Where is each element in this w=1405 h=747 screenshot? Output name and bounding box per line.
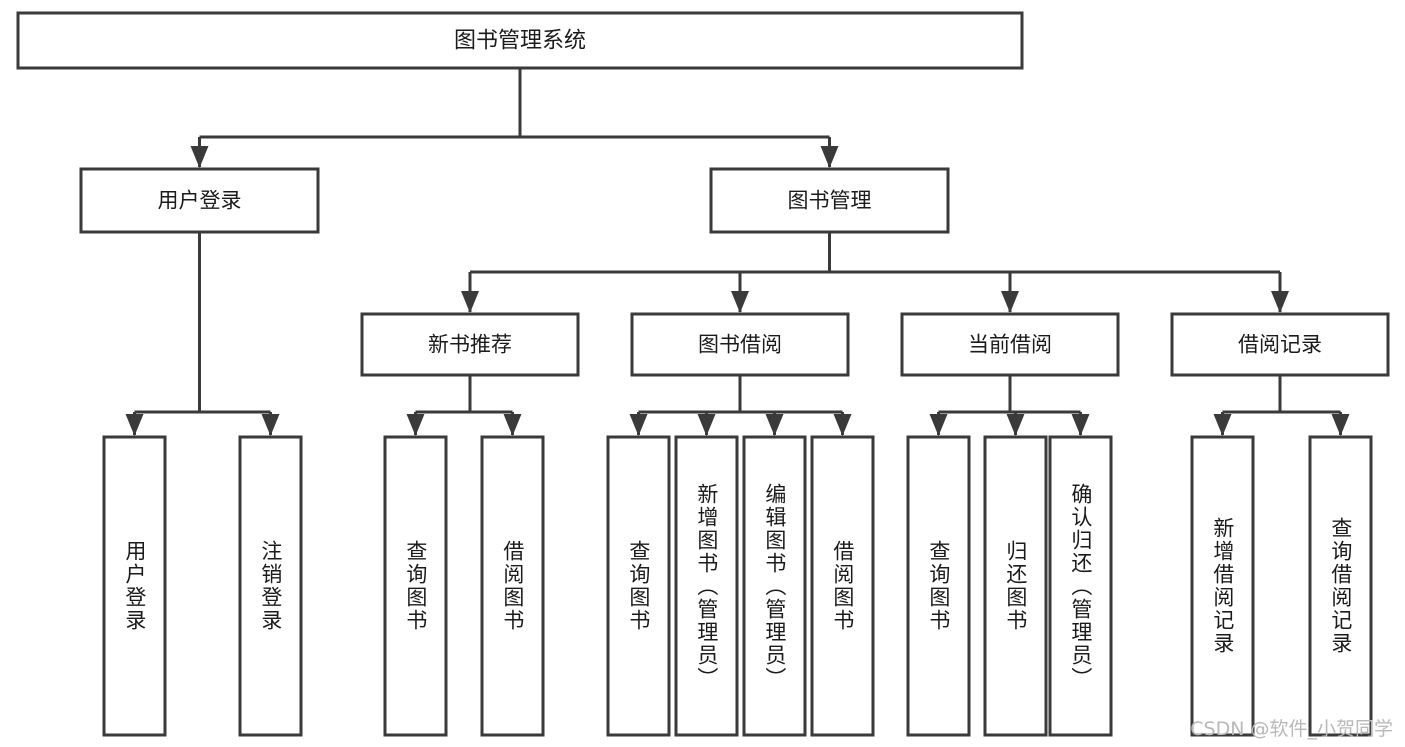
arrow-head-icon <box>629 414 648 436</box>
node-level3-3[interactable] <box>1170 312 1390 377</box>
arrow-head-icon <box>1006 414 1025 436</box>
node-leaf-11[interactable] <box>1190 435 1255 737</box>
node-leaf-9[interactable] <box>983 435 1048 737</box>
connector-layer <box>125 68 1350 436</box>
node-root[interactable] <box>16 11 1024 70</box>
node-box-layer <box>16 11 1390 737</box>
node-level3-1[interactable] <box>630 312 850 377</box>
node-level2-1[interactable] <box>709 167 950 234</box>
node-leaf-10[interactable] <box>1048 435 1113 737</box>
arrow-head-icon <box>1331 414 1350 436</box>
node-label: 图书管理 <box>788 189 872 213</box>
arrow-head-icon <box>697 414 716 436</box>
arrow-head-icon <box>731 291 749 313</box>
watermark: CSDN @软件_小贺同学 <box>1190 718 1393 740</box>
node-level2-0[interactable] <box>79 167 320 234</box>
node-leaf-7[interactable] <box>810 435 875 737</box>
arrow-head-icon <box>833 414 852 436</box>
node-label: 当前借阅 <box>968 333 1052 357</box>
arrow-head-icon <box>1071 414 1090 436</box>
node-label: 图书借阅 <box>698 333 782 357</box>
node-leaf-4[interactable] <box>606 435 671 737</box>
node-leaf-3[interactable] <box>480 435 545 737</box>
arrow-head-icon <box>1271 291 1289 313</box>
node-leaf-2[interactable] <box>383 435 448 737</box>
node-label: 新书推荐 <box>428 333 512 357</box>
arrow-head-icon <box>765 414 784 436</box>
node-leaf-8[interactable] <box>906 435 971 737</box>
node-label: 借阅记录 <box>1238 333 1322 357</box>
arrow-head-icon <box>406 414 425 436</box>
arrow-head-icon <box>461 291 479 313</box>
arrow-head-icon <box>1001 291 1019 313</box>
arrow-head-icon <box>820 146 839 168</box>
arrow-head-icon <box>1213 414 1232 436</box>
node-leaf-5[interactable] <box>674 435 739 737</box>
arrow-head-icon <box>503 414 522 436</box>
arrow-head-icon <box>261 414 280 436</box>
node-leaf-0[interactable] <box>102 435 167 737</box>
arrow-head-icon <box>190 146 209 168</box>
node-label: 图书管理系统 <box>454 29 586 54</box>
arrow-head-icon <box>125 414 144 436</box>
node-label: 用户登录 <box>158 189 242 213</box>
node-level3-2[interactable] <box>900 312 1120 377</box>
node-leaf-6[interactable] <box>742 435 807 737</box>
arrow-head-icon <box>929 414 948 436</box>
node-leaf-1[interactable] <box>238 435 303 737</box>
node-level3-0[interactable] <box>360 312 580 377</box>
node-leaf-12[interactable] <box>1308 435 1373 737</box>
